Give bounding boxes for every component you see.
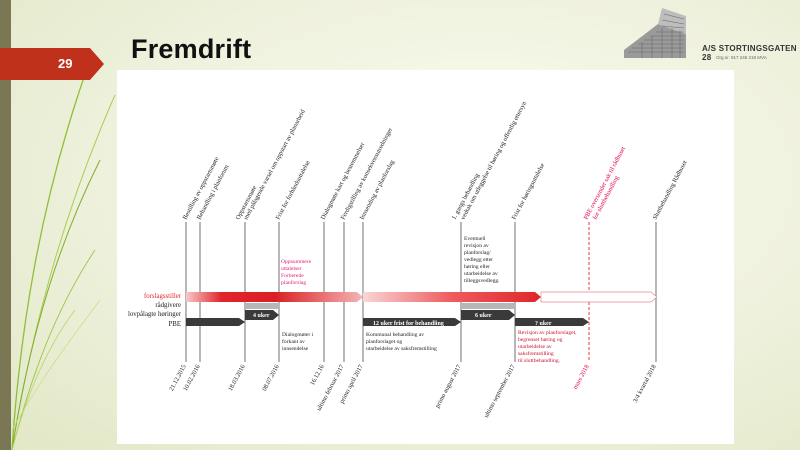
bar-pbe-1 xyxy=(186,318,245,326)
date-label: ultimo september 2017 xyxy=(483,363,517,419)
bar-forslagsstiller-2 xyxy=(363,292,541,302)
note-summary: planforslag xyxy=(281,279,306,286)
note-final: utarbeidelse av xyxy=(518,344,552,350)
bar-radgivere xyxy=(245,303,279,309)
note-final: saksfremstilling xyxy=(518,350,554,357)
date-label: 08.07.2016 xyxy=(261,364,281,393)
left-strip xyxy=(0,0,11,450)
note-summary: Oppsummere xyxy=(281,259,312,265)
date-label: mars 2018 xyxy=(572,364,591,391)
date-label: 3/4 kvartal 2018 xyxy=(632,364,658,404)
bar-pbe-6uker xyxy=(461,310,515,320)
logo-org-number: Org.nr. 917 246 218 MVA xyxy=(716,55,767,60)
slide-title: Fremdrift xyxy=(131,34,252,64)
note-municipal: utarbeidelse av saksfremstilling xyxy=(366,345,437,352)
row-label: rådgivere xyxy=(155,302,181,309)
note-municipal: Kommunal behandling av xyxy=(366,332,424,338)
note-revision: tilleggsvedlegg. xyxy=(464,278,500,284)
row-label: lovpålagte høringer xyxy=(128,311,182,318)
note-dialog: forkant av xyxy=(282,338,305,345)
milestone-top: Frist for høringsuttalelse xyxy=(511,162,547,221)
bar-hoering xyxy=(461,303,515,309)
note-final: Revisjon av planforslaget, xyxy=(518,329,577,336)
note-municipal: planforslaget og xyxy=(366,338,402,345)
date-label: 16.12.16 xyxy=(309,364,326,387)
milestone-top: Frist for forhåndsuttalelse xyxy=(275,159,312,221)
note-revision: høring eller xyxy=(464,264,490,270)
note-final: til sluttbehandling. xyxy=(518,358,561,364)
date-label: 18.03.2016 xyxy=(227,364,247,393)
milestone-top: med pålagende varsel om oppstart av plan… xyxy=(243,108,308,221)
note-summary: uttalelser xyxy=(281,266,302,272)
building-logo-icon xyxy=(624,8,686,58)
milestone-top: Innsending av planforslag xyxy=(359,158,397,221)
bar-pbe-uker xyxy=(515,318,589,326)
logo-name: A/S STORTINGSGATEN 28 xyxy=(702,44,797,62)
bar-label: ? uker xyxy=(535,321,552,327)
bar-pbe-12uker xyxy=(363,318,461,326)
timeline-figure: Bestilling av oppstartsmøte Behandling i… xyxy=(117,70,734,444)
note-dialog: innsendelse xyxy=(282,346,309,352)
note-revision: vedlegg etter xyxy=(464,257,493,263)
note-revision: Eventuell xyxy=(464,236,486,242)
bar-pbe-4uker xyxy=(245,310,279,320)
swoosh-decor-icon xyxy=(11,59,116,450)
milestone-top: Sluttbehandling Rådhuset xyxy=(652,159,689,221)
bar-label: 6 uker xyxy=(475,313,492,319)
bar-label: 12 uker frist for behandling xyxy=(373,321,444,327)
bar-forslagsstiller-1 xyxy=(186,292,363,302)
date-label: primo august 2017 xyxy=(434,363,463,409)
page-tab-arrow-icon xyxy=(0,48,104,80)
note-revision: revisjon av xyxy=(464,243,489,249)
row-label: forslagsstiller xyxy=(144,293,182,300)
bar-forslagsstiller-3 xyxy=(540,291,658,303)
note-final: begrenset høring og xyxy=(518,337,563,343)
milestone-top: PBE oversender sak til rådhuset xyxy=(583,145,628,221)
note-revision: planforslag/ xyxy=(464,249,491,256)
note-summary: Forberede xyxy=(281,273,304,279)
note-revision: utarbeidelse av xyxy=(464,271,498,277)
bar-label: 4 uker xyxy=(253,313,270,319)
note-dialog: Dialogmøter i xyxy=(282,332,314,338)
timeline-svg: Bestilling av oppstartsmøte Behandling i… xyxy=(128,100,689,419)
row-label: PBE xyxy=(169,321,181,328)
page-number: 29 xyxy=(58,56,73,71)
